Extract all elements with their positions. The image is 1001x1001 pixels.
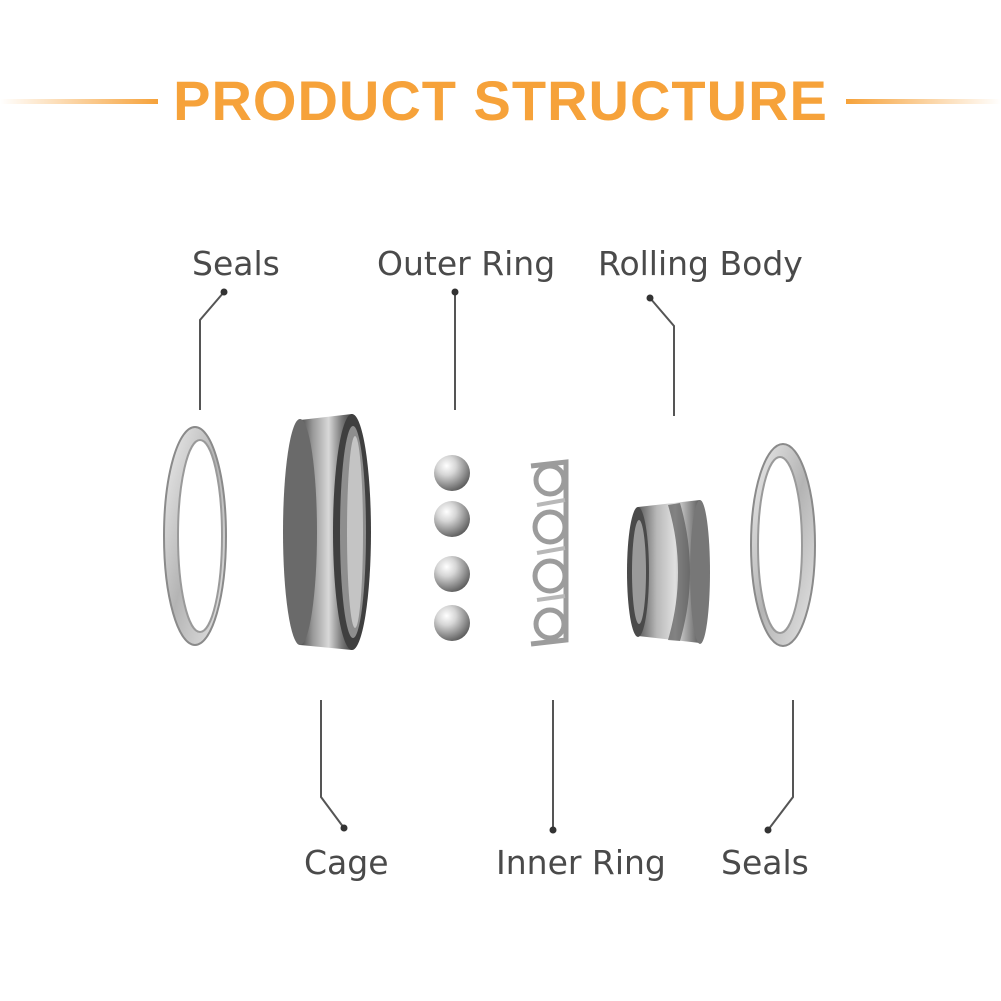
inner-ring-part <box>627 500 710 644</box>
cage-part <box>531 462 566 644</box>
leader-seals-top <box>200 292 224 410</box>
leader-dot <box>341 825 348 832</box>
leader-cage <box>321 700 344 828</box>
outer-ring-part <box>283 414 371 650</box>
rolling-balls-part <box>434 455 470 641</box>
ball <box>434 556 470 592</box>
seal-left-part <box>164 427 226 645</box>
leader-dot <box>550 827 557 834</box>
ball <box>434 605 470 641</box>
leader-dot <box>765 827 772 834</box>
leader-dot <box>452 289 459 296</box>
leader-dot <box>647 295 654 302</box>
leader-rolling-body <box>650 298 674 416</box>
leader-seals-bottom <box>768 700 793 830</box>
seal-right-part <box>751 444 815 646</box>
ball <box>434 501 470 537</box>
leader-dot <box>221 289 228 296</box>
ball <box>434 455 470 491</box>
